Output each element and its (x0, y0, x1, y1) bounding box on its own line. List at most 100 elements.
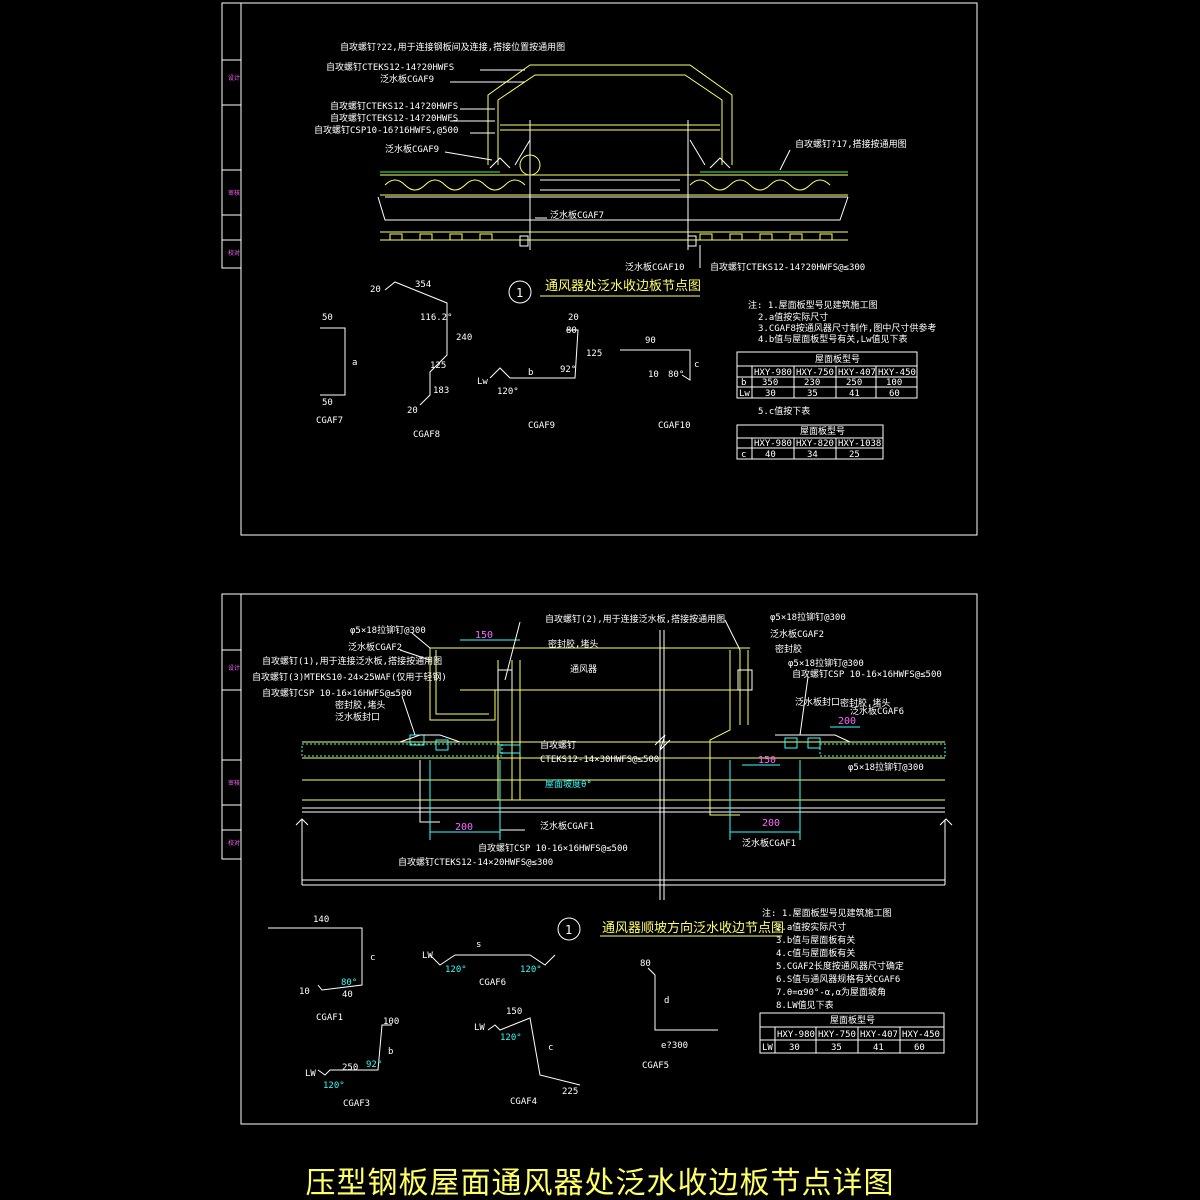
callout-text: 泛水板封口 (795, 696, 840, 708)
profile-cgaf9: 20 80 125 92° b 120° Lw CGAF9 (477, 313, 602, 431)
dim: 120° (520, 965, 542, 975)
table-cell: 350 (762, 378, 778, 388)
dim: 92° (366, 1060, 382, 1070)
callout-text: 泛水板CGAF9 (385, 143, 439, 155)
dim: 150 (475, 630, 493, 641)
angle-label: 屋面坡度θ° (545, 778, 592, 790)
dim: b (388, 1047, 393, 1057)
note: 4.b值与屋面板型号有关,Lw值见下表 (758, 333, 908, 345)
table-header: HXY-407 (860, 1030, 898, 1040)
callout-text: 泛水板封口 (335, 711, 380, 723)
profile-label: CGAF5 (642, 1061, 669, 1071)
callout-text: 密封胶,堵头 (335, 699, 385, 711)
note: 2.a值按实际尺寸 (758, 311, 828, 323)
callout-text: 自攻螺钉CSP 10-16×16HWFS@≤500 (262, 687, 412, 699)
bottom-sheet: 设计 审核 校对 (221, 593, 978, 1125)
top-titleblock (221, 2, 242, 269)
dim: 10 (648, 370, 659, 380)
dim: 225 (562, 1087, 578, 1097)
table-cell: 230 (804, 378, 820, 388)
callout-text: 泛水板CGAF2 (348, 641, 402, 653)
table-cell: 35 (807, 389, 818, 399)
dim: 50 (322, 313, 333, 323)
dim: 250 (342, 1063, 358, 1073)
callout-text: 自攻螺钉CSP 10-16×16HWFS@≤500 (478, 842, 628, 854)
dim: 80° (341, 978, 357, 988)
note: 注: 1.屋面板型号见建筑施工图 (762, 907, 892, 919)
bottom-callouts: φ5×18拉铆钉@300 泛水板CGAF2 自攻螺钉(1),用于连接泛水板,搭接… (252, 611, 942, 868)
note: 7.θ=α90°-α,α为屋面坡角 (776, 986, 886, 998)
dim: a (352, 358, 357, 368)
callout-text: 自攻螺钉(3)MTEKS10-24×25WAF(仅用于轻钢) (252, 671, 447, 683)
dim: 120° (445, 965, 467, 975)
top-sheet: 设计 审核 校对 (221, 2, 978, 536)
dim: 80° (668, 370, 684, 380)
top-table1: 屋面板型号 HXY-980 HXY-750 HXY-407 HXY-450 b … (736, 351, 918, 399)
table-header: HXY-980 (754, 368, 792, 378)
dim: 100 (383, 1017, 399, 1027)
callout-text: 自攻螺钉CTEKS12-14?20HWFS (326, 61, 454, 73)
dim: 90 (645, 336, 656, 346)
dim: 40 (342, 990, 353, 1000)
callout-text: 泛水板CGAF2 (770, 628, 824, 640)
dim: 120° (497, 387, 519, 397)
dim: 10 (299, 987, 310, 997)
table-header: HXY-750 (796, 368, 834, 378)
dim: b (528, 368, 533, 378)
table-cell: 40 (765, 450, 776, 460)
table-cell: 35 (831, 1043, 842, 1053)
top-roof-assembly (377, 64, 849, 250)
callout-text: 泛水板CGAF6 (850, 705, 904, 717)
table-cell: 41 (873, 1043, 884, 1053)
table-cell: 100 (886, 378, 902, 388)
bottom-roof-assembly (295, 630, 953, 900)
callout-text: 自攻螺钉CTEKS12-14?20HWFS@≤300 (710, 261, 865, 273)
dim: 125 (430, 361, 446, 371)
table-header: HXY-980 (754, 439, 792, 449)
detail-number-circle (508, 280, 532, 304)
dim: 200 (455, 822, 473, 833)
dim: c (694, 360, 699, 370)
dim: 80 (640, 959, 651, 969)
profile-label: CGAF9 (528, 421, 555, 431)
table-cell: c (741, 450, 746, 460)
detail-title: 通风器顺坡方向泛水收边节点图 (602, 920, 784, 936)
callout-text: 自攻螺钉(2),用于连接泛水板,搭接按通用图 (545, 613, 725, 625)
note: 6.S值与通风器规格有关CGAF6 (776, 973, 900, 985)
callout-text: 自攻螺钉?22,用于连接钢板间及连接,搭接位置按通用图 (340, 41, 565, 53)
titleblock-mark: 审核 (228, 779, 240, 787)
detail-number: 1 (565, 923, 572, 937)
dim: LW (474, 1023, 485, 1033)
callout-text: φ5×18拉铆钉@300 (770, 611, 846, 623)
callout-text: 自攻螺钉CSP 10-16×16HWFS@≤500 (792, 668, 942, 680)
profile-label: CGAF4 (510, 1097, 537, 1107)
top-table2: 屋面板型号 HXY-980 HXY-820 HXY-1038 c 40 34 2… (736, 424, 884, 460)
dim: 50 (322, 398, 333, 408)
dim: 125 (586, 349, 602, 359)
top-frame (240, 2, 978, 536)
table-header: HXY-750 (818, 1030, 856, 1040)
dim: 354 (415, 280, 431, 290)
dim: 200 (838, 716, 856, 727)
dim: 20 (568, 313, 579, 323)
sheet-title: 压型钢板屋面通风器处泛水收边板节点详图 (305, 1166, 895, 1200)
callout-text: 泛水板CGAF1 (742, 837, 796, 849)
note: 4.c值与屋面板有关 (776, 947, 855, 959)
callout-text: 泛水板CGAF1 (540, 820, 594, 832)
bottom-titleblock (221, 593, 242, 860)
table-cell: 30 (765, 389, 776, 399)
profile-cgaf1: 140 c 10 40 80° CGAF1 (268, 915, 375, 1023)
callout-text: 通风器 (570, 664, 597, 675)
table-cell: 60 (914, 1043, 925, 1053)
callout-text: φ5×18拉铆钉@300 (350, 624, 426, 636)
bottom-table: 屋面板型号 HXY-980 HXY-750 HXY-407 HXY-450 LW… (759, 1012, 945, 1054)
profile-label: CGAF6 (479, 978, 506, 988)
dim: 80 (566, 326, 577, 336)
table-cell: 30 (789, 1043, 800, 1053)
callout-text: CTEKS12-14×30HWFS@≤500 (540, 755, 659, 765)
callout-text: 自攻螺钉CTEKS12-14?20HWFS (330, 100, 458, 112)
table-cell: 60 (889, 389, 900, 399)
table-caption: 屋面板型号 (815, 353, 860, 365)
note: 8.LW值见下表 (776, 999, 834, 1011)
table-cell: 41 (849, 389, 860, 399)
